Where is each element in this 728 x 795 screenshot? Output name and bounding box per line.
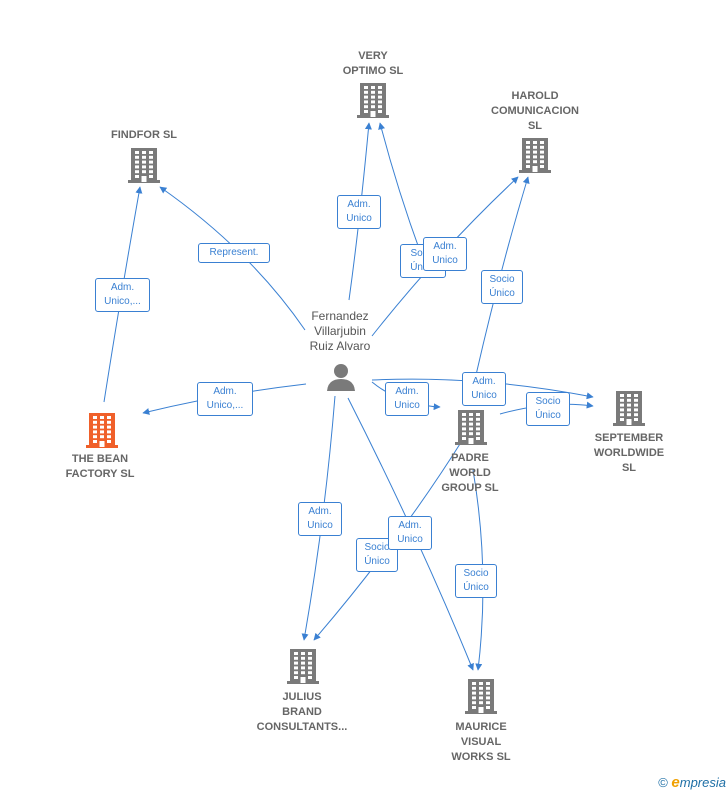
node-label-bean[interactable]: THE BEAN FACTORY SL [65,453,135,480]
edge-label-13[interactable]: Socio Único [455,564,497,598]
edge-label-7[interactable]: Adm. Unico [385,382,429,416]
edge-label-5[interactable]: Adm. Unico,... [95,278,150,312]
node-label-harold[interactable]: HAROLD COMUNICACION SL [491,90,579,132]
node-label-person[interactable]: Fernandez Villarjubin Ruiz Alvaro [309,309,371,353]
building-icon-very_optimo[interactable] [357,83,389,118]
building-icon-september[interactable] [613,391,645,426]
building-icon-julius[interactable] [287,649,319,684]
node-label-julius[interactable]: JULIUS BRAND CONSULTANTS... [256,691,348,733]
empresia-watermark: © empresia [658,774,726,791]
building-icon-bean[interactable] [86,413,118,448]
edge-label-8[interactable]: Adm. Unico [462,372,506,406]
edge-label-9[interactable]: Socio Único [526,392,570,426]
edge-label-6[interactable]: Adm. Unico,... [197,382,253,416]
edge-label-10[interactable]: Adm. Unico [298,502,342,536]
edge-label-12[interactable]: Adm. Unico [388,516,432,550]
node-label-findfor[interactable]: FINDFOR SL [111,129,177,141]
building-icon-padre[interactable] [455,410,487,445]
edge-label-3[interactable]: Socio Único [481,270,523,304]
edge-label-2[interactable]: Adm. Unico [423,237,467,271]
node-label-september[interactable]: SEPTEMBER WORLDWIDE SL [593,432,665,474]
node-label-padre[interactable]: PADRE WORLD GROUP SL [441,452,499,494]
building-icon-findfor[interactable] [128,148,160,183]
node-label-very_optimo[interactable]: VERY OPTIMO SL [342,50,404,77]
copyright-symbol: © [658,775,668,790]
brand-name: mpresia [679,775,726,790]
building-icon-maurice[interactable] [465,679,497,714]
edge-label-4[interactable]: Represent. [198,243,270,263]
building-icon-harold[interactable] [519,138,551,173]
brand-e: e [671,774,680,791]
node-label-maurice[interactable]: MAURICE VISUAL WORKS SL [451,721,511,763]
edge-label-0[interactable]: Adm. Unico [337,195,381,229]
person-icon[interactable] [327,364,355,391]
